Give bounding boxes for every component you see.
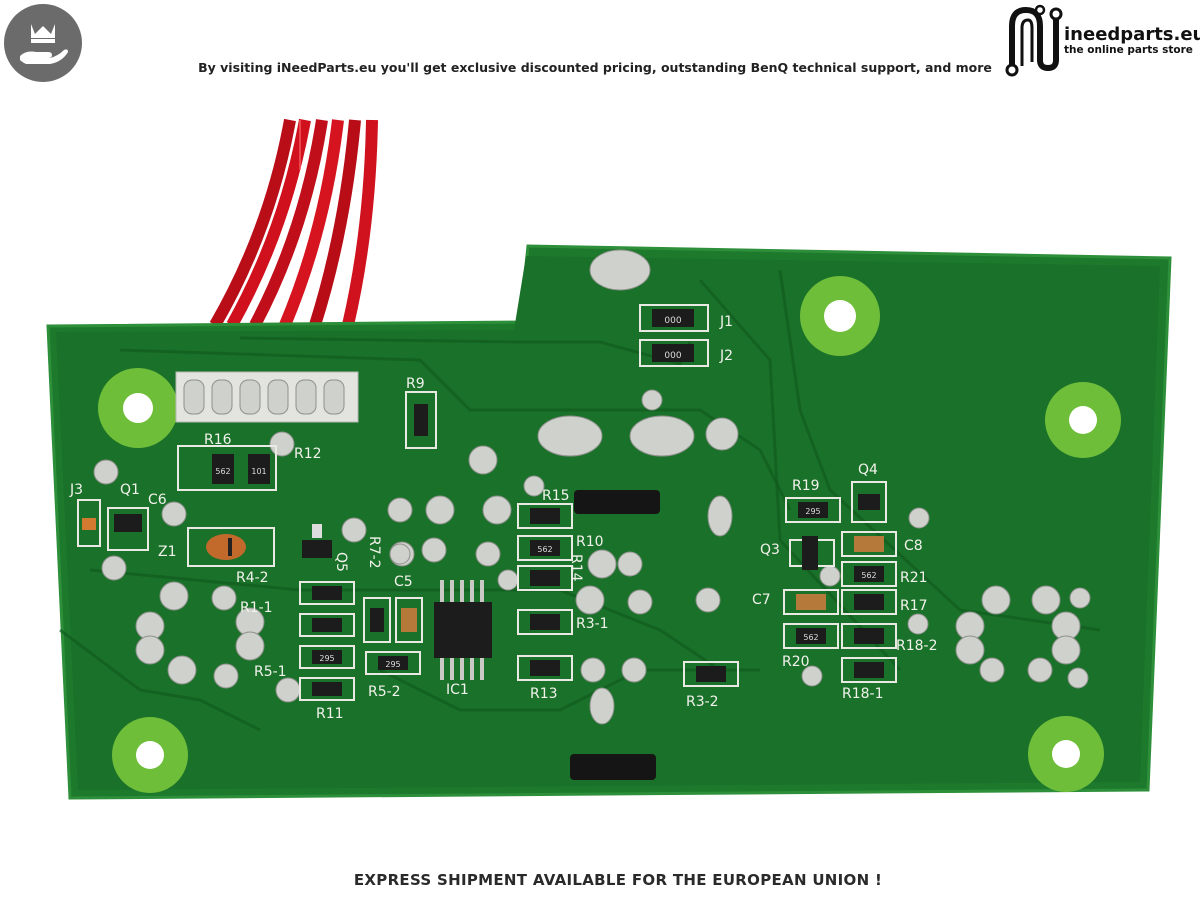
r19-marking: 295 [805, 507, 820, 516]
label-r13: R13 [530, 686, 558, 702]
label-ic1: IC1 [446, 682, 469, 698]
label-r16: R16 [204, 432, 232, 448]
label-r5-2: R5-2 [368, 684, 401, 700]
j2-marking: 000 [664, 351, 681, 361]
label-q4: Q4 [858, 462, 878, 478]
label-r10: R10 [576, 534, 604, 550]
label-r17: R17 [900, 598, 928, 614]
label-r14: R14 [568, 554, 584, 582]
label-r7-2: R7-2 [366, 536, 382, 569]
r10-marking: 562 [537, 545, 552, 554]
label-r19: R19 [792, 478, 820, 494]
brand-name: ineedparts.eu [1064, 24, 1200, 45]
brand-subtitle: the online parts store [1064, 44, 1193, 56]
label-r20: R20 [782, 654, 810, 670]
label-j1: J1 [719, 314, 733, 330]
label-c7: C7 [752, 592, 771, 608]
label-r3-2: R3-2 [686, 694, 719, 710]
label-r5-1: R5-1 [254, 664, 287, 680]
label-c5: C5 [394, 574, 413, 590]
pin-header [175, 371, 359, 423]
r16a-marking: 562 [215, 467, 230, 476]
label-r1-1: R1-1 [240, 600, 273, 616]
brand-logo[interactable]: ineedparts.eu the online parts store [1000, 2, 1200, 78]
label-r15: R15 [542, 488, 570, 504]
shipping-banner: EXPRESS SHIPMENT AVAILABLE FOR THE EUROP… [353, 871, 883, 889]
j1-marking: 000 [664, 316, 681, 326]
label-q1: Q1 [120, 482, 140, 498]
solder-joints [93, 249, 1091, 725]
label-c8: C8 [904, 538, 923, 554]
r21-marking: 562 [861, 571, 876, 580]
label-r18-2: R18-2 [896, 638, 938, 654]
label-r12: R12 [294, 446, 322, 462]
r11a-marking: 295 [319, 654, 334, 663]
ic1-chip [434, 580, 492, 680]
r52-marking: 295 [385, 660, 400, 669]
crown-in-hand-icon [4, 4, 82, 82]
label-q3: Q3 [760, 542, 780, 558]
label-z1: Z1 [158, 544, 177, 560]
circuit-n-logo-icon [1005, 4, 1063, 77]
label-r21: R21 [900, 570, 928, 586]
promo-tagline: By visiting iNeedParts.eu you'll get exc… [198, 60, 992, 75]
label-r3-1: R3-1 [576, 616, 609, 632]
label-j2: J2 [719, 348, 733, 364]
label-r11: R11 [316, 706, 344, 722]
pcb-photo: 000 000 562 101 295 [0, 110, 1200, 830]
wire-bundle [209, 118, 378, 329]
label-q5: Q5 [333, 552, 349, 572]
label-r9: R9 [406, 376, 425, 392]
r16b-marking: 101 [251, 467, 266, 476]
pcb-board-illustration: 000 000 562 101 295 [46, 118, 1172, 800]
label-j3: J3 [69, 482, 83, 498]
label-c6: C6 [148, 492, 167, 508]
label-r18-1: R18-1 [842, 686, 884, 702]
label-r4-2: R4-2 [236, 570, 269, 586]
r20-marking: 562 [803, 633, 818, 642]
